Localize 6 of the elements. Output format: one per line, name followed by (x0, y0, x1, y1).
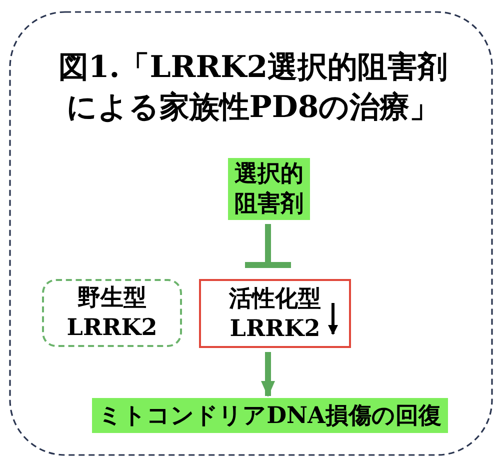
process-box: 活性化型LRRK2 (199, 279, 351, 348)
arrow (261, 352, 275, 397)
inhibitor-label: 選択的阻害剤 (228, 158, 310, 220)
title: 図1.「LRRK2選択的阻害剤による家族性PD8の治療」 (58, 49, 448, 127)
outcome-label: ミトコンドリアDNA損傷の回復 (92, 398, 448, 433)
process-box: 野生型LRRK2 (42, 279, 182, 347)
